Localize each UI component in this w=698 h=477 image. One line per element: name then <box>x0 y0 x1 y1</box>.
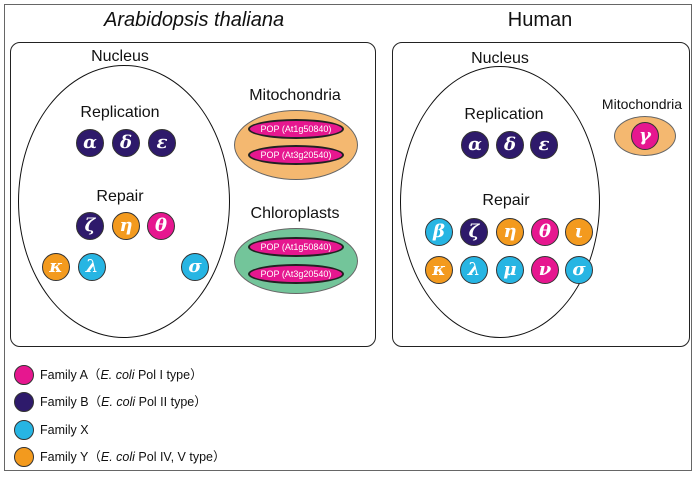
human-pol-beta: β <box>425 218 453 246</box>
legend-family-y: Family Y（E. coli Pol IV, V type） <box>40 450 226 464</box>
legend-family-y-dot <box>14 447 34 467</box>
arabidopsis-title: Arabidopsis thaliana <box>104 9 285 31</box>
human-pol-epsilon: ε <box>530 131 558 159</box>
human-pol-lambda: λ <box>460 256 488 284</box>
human-pol-mu: μ <box>496 256 524 284</box>
arabidopsis-mito-pop-1: POP (At1g50840) <box>248 119 344 139</box>
human-pol-gamma: γ <box>631 122 659 150</box>
legend-family-b: Family B（E. coli Pol II type） <box>40 395 207 409</box>
arabidopsis-pol-zeta: ζ <box>76 212 104 240</box>
arabidopsis-pol-sigma: σ <box>181 253 209 281</box>
human-pol-alpha: α <box>461 131 489 159</box>
human-pol-eta: η <box>496 218 524 246</box>
human-nucleus <box>400 66 600 338</box>
arabidopsis-pol-alpha: α <box>76 129 104 157</box>
human-panel <box>392 42 690 347</box>
human-pol-delta: δ <box>496 131 524 159</box>
arabidopsis-pol-eta: η <box>112 212 140 240</box>
arabidopsis-chloro-pop-2: POP (At3g20540) <box>248 264 344 284</box>
arabidopsis-repair-label: Repair <box>96 188 144 205</box>
legend-family-x: Family X <box>40 423 89 437</box>
human-mitochondria-label: Mitochondria <box>601 96 683 112</box>
legend-family-x-dot <box>14 420 34 440</box>
arabidopsis-pol-kappa: κ <box>42 253 70 281</box>
legend-family-b-dot <box>14 392 34 412</box>
human-pol-zeta: ζ <box>460 218 488 246</box>
arabidopsis-pol-epsilon: ε <box>148 129 176 157</box>
arabidopsis-pol-delta: δ <box>112 129 140 157</box>
human-pol-sigma: σ <box>565 256 593 284</box>
arabidopsis-nucleus-label: Nucleus <box>91 48 149 65</box>
human-pol-kappa: κ <box>425 256 453 284</box>
arabidopsis-chloroplasts-label: Chloroplasts <box>250 205 340 222</box>
human-nucleus-label: Nucleus <box>471 50 529 67</box>
human-title: Human <box>507 9 573 31</box>
human-repair-label: Repair <box>482 192 530 209</box>
figure-frame <box>4 4 692 471</box>
human-pol-iota: ι <box>565 218 593 246</box>
arabidopsis-pol-lambda: λ <box>78 253 106 281</box>
arabidopsis-panel <box>10 42 376 347</box>
legend-family-a-dot <box>14 365 34 385</box>
arabidopsis-chloro-pop-1: POP (At1g50840) <box>248 237 344 257</box>
human-replication-label: Replication <box>464 106 544 123</box>
arabidopsis-replication-label: Replication <box>80 104 160 121</box>
arabidopsis-mito-pop-2: POP (At3g20540) <box>248 145 344 165</box>
legend-family-a: Family A（E. coli Pol I type） <box>40 368 203 382</box>
arabidopsis-nucleus <box>18 65 230 338</box>
arabidopsis-pol-theta: θ <box>147 212 175 240</box>
human-pol-nu: ν <box>531 256 559 284</box>
human-pol-theta: θ <box>531 218 559 246</box>
arabidopsis-mitochondria-label: Mitochondria <box>249 87 341 104</box>
